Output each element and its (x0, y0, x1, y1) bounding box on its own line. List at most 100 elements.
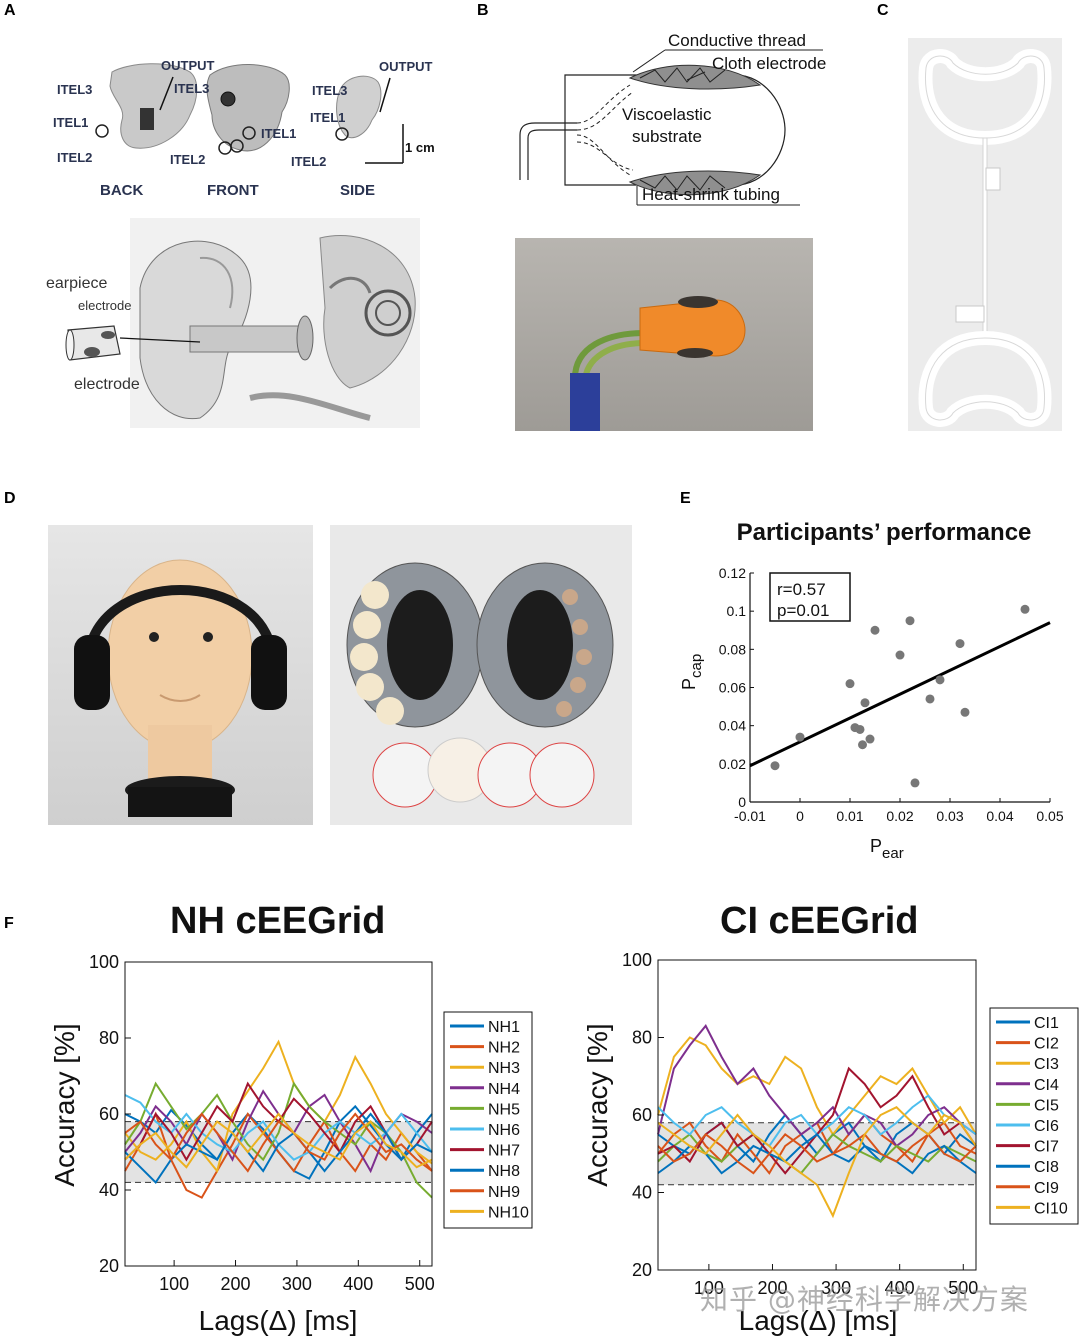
label-substrate-1: Viscoelastic (622, 105, 712, 124)
view-label-side: SIDE (340, 182, 376, 199)
x-tick-label: 400 (343, 1274, 373, 1294)
legend-label: CI10 (1034, 1200, 1068, 1217)
earpiece-sketch (62, 322, 122, 362)
electrode-marker (230, 139, 244, 153)
electrode-marker (242, 126, 256, 140)
series-line-ci8 (657, 1133, 977, 1175)
y-tick-label: 80 (632, 1028, 652, 1048)
legend-label: NH10 (488, 1204, 529, 1221)
left-earcup (74, 635, 110, 710)
scatter-point (895, 650, 905, 660)
scatter-title: Participants’ performance (737, 519, 1032, 546)
y-tick-label: 0.12 (719, 565, 746, 581)
electrode-schematic-svg (519, 49, 823, 206)
earpiece-photos (40, 20, 470, 210)
y-tick-label: 0 (738, 794, 746, 810)
legend-label: CI7 (1034, 1139, 1059, 1156)
label-output: OUTPUT (379, 59, 433, 74)
scatter-point (960, 707, 970, 717)
x-tick-label: 200 (220, 1274, 250, 1294)
ceegrid-photo (908, 38, 1062, 431)
ceegrid-photo-svg (918, 49, 1052, 427)
x-tick-label: 200 (757, 1278, 787, 1298)
x-tick-label: 0.01 (836, 808, 863, 824)
electrode-label: electrode (78, 298, 132, 313)
scatter-point (795, 732, 805, 742)
ci-ylabel: Accuracy [%] (582, 1023, 613, 1186)
ear-anatomy-illustration (130, 218, 420, 428)
x-tick-label: 500 (405, 1274, 435, 1294)
x-tick-label: 500 (948, 1278, 978, 1298)
legend-label: NH6 (488, 1122, 520, 1139)
y-tick-label: 0.02 (719, 756, 746, 772)
right-earcup (251, 635, 287, 710)
y-tick-label: 60 (99, 1104, 119, 1124)
ear-anatomy-svg (139, 235, 416, 421)
nh-xlabel: Lags(Δ) [ms] (199, 1305, 358, 1336)
y-tick-label: 40 (632, 1183, 652, 1203)
output-connector (140, 108, 154, 130)
scatter-point (905, 616, 915, 626)
earpiece-front (206, 64, 290, 152)
panel-c-letter: C (877, 2, 889, 19)
legend-label: CI2 (1034, 1036, 1059, 1053)
series-line-ci10 (657, 1106, 977, 1219)
output-arrow (159, 76, 174, 111)
label-itel2: ITEL2 (291, 154, 327, 169)
panel-f-letter: F (4, 915, 14, 932)
view-label-back: BACK (100, 182, 144, 199)
series-line-nh9 (124, 1112, 433, 1173)
plot-background (658, 960, 976, 1270)
y-tick-label: 0.1 (727, 603, 747, 619)
series-line-nh3 (124, 1039, 433, 1174)
legend-label: NH4 (488, 1081, 520, 1098)
legend-label: NH7 (488, 1143, 520, 1160)
y-tick-label: 100 (622, 950, 652, 970)
series-line-ci4 (657, 1024, 977, 1148)
x-tick-label: 0.02 (886, 808, 913, 824)
scatter-point (925, 694, 935, 704)
panel-e-letter: E (680, 490, 691, 507)
legend-label: CI1 (1034, 1015, 1059, 1032)
output-arrow (379, 77, 391, 113)
y-tick-label: 40 (99, 1180, 119, 1200)
series-line-ci9 (657, 1133, 977, 1175)
x-tick-label: 0.04 (986, 808, 1013, 824)
earpiece-pointer-arrow (119, 337, 201, 343)
scatter-point (845, 679, 855, 689)
label-substrate-2: substrate (632, 127, 702, 146)
ear-electrode-photo-svg (570, 296, 746, 431)
scatter-ylabel: Pcap (679, 654, 705, 690)
y-tick-label: 20 (99, 1256, 119, 1276)
electrode-marker (218, 141, 232, 155)
earcup-electrodes-photo (330, 525, 632, 825)
series-line-nh2 (124, 1111, 433, 1199)
x-tick-label: 100 (159, 1274, 189, 1294)
x-tick-label: 0.03 (936, 808, 963, 824)
legend-label: NH3 (488, 1060, 520, 1077)
label-itel1: ITEL1 (310, 110, 346, 125)
scatter-point (770, 761, 780, 771)
scatter-point (1020, 604, 1030, 614)
mannequin-svg (74, 559, 287, 817)
panel-b-letter: B (477, 2, 489, 19)
label-itel3: ITEL3 (312, 83, 348, 98)
label-output: OUTPUT (161, 58, 215, 73)
y-tick-label: 60 (632, 1105, 652, 1125)
y-tick-label: 80 (99, 1028, 119, 1048)
label-heat-shrink: Heat-shrink tubing (642, 185, 780, 204)
foam-earpiece (639, 299, 746, 357)
y-tick-label: 0.06 (719, 680, 746, 696)
legend-label: CI3 (1034, 1056, 1059, 1073)
scatter-point (870, 625, 880, 635)
scatter-point (910, 778, 920, 788)
scatter-point (935, 675, 945, 685)
label-itel3: ITEL3 (57, 82, 93, 97)
electrode-marker (220, 91, 236, 107)
x-tick-label: -0.01 (734, 808, 766, 824)
cloth-electrode-bottom (628, 170, 762, 196)
